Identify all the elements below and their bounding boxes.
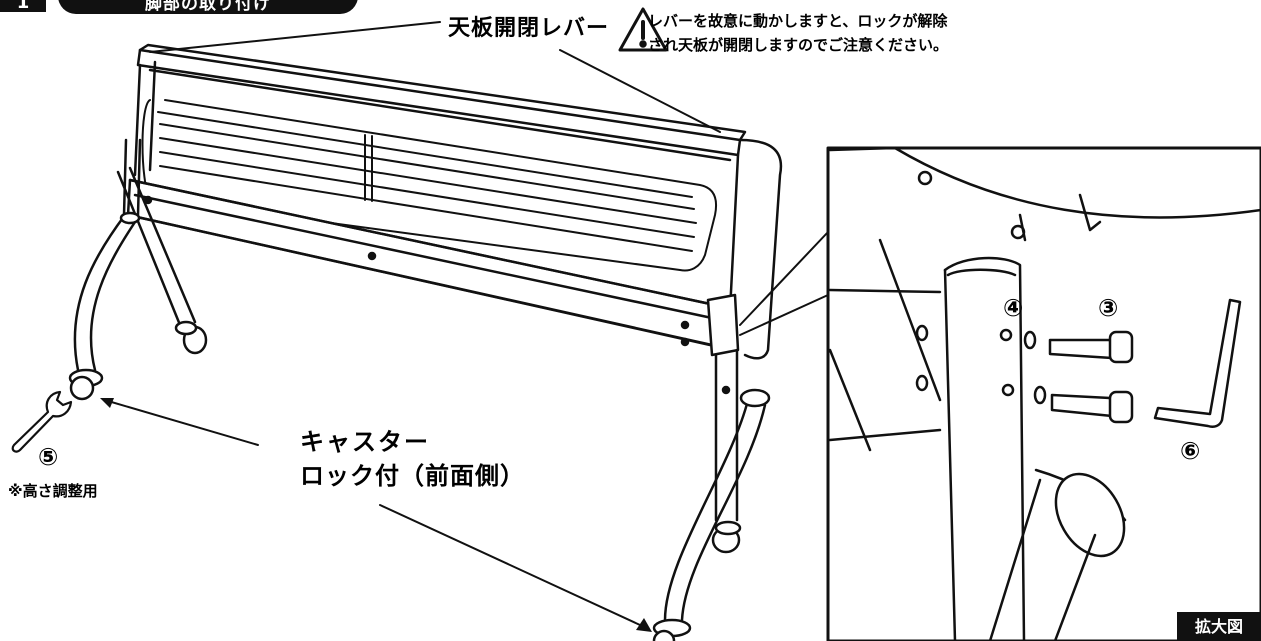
detail-box — [826, 146, 1261, 641]
right-leg — [652, 293, 771, 641]
table-top-frame — [133, 43, 783, 360]
beam — [126, 178, 717, 347]
step-number: 1 — [0, 0, 46, 13]
hex-key-icon — [1153, 298, 1242, 428]
bolt-icon — [1048, 330, 1134, 424]
enlarged-view-label: 拡大図 — [1177, 612, 1261, 641]
left-leg — [68, 138, 208, 401]
step-title: 脚部の取り付け — [58, 0, 358, 14]
part-number-4: ④ — [1003, 294, 1024, 322]
modesty-panel — [141, 99, 718, 272]
warning-triangle-icon — [618, 7, 668, 52]
warning-text-line2: され天板が開閉しますのでご注意ください。 — [648, 36, 949, 54]
caster-label-line2: ロック付（前面側） — [300, 462, 525, 490]
warning-text-line1: レバーを故意に動かしますと、ロックが解除 — [648, 12, 948, 30]
wrench-icon — [11, 390, 73, 453]
part-number-6: ⑥ — [1180, 437, 1201, 465]
height-adjust-note: ※高さ調整用 — [8, 482, 98, 500]
caster-label-line1: キャスター — [300, 428, 430, 456]
lever-label: 天板開閉レバー — [448, 16, 610, 41]
leader-lines — [100, 21, 829, 632]
part-number-3: ③ — [1098, 294, 1119, 322]
part-number-5: ⑤ — [38, 443, 59, 471]
